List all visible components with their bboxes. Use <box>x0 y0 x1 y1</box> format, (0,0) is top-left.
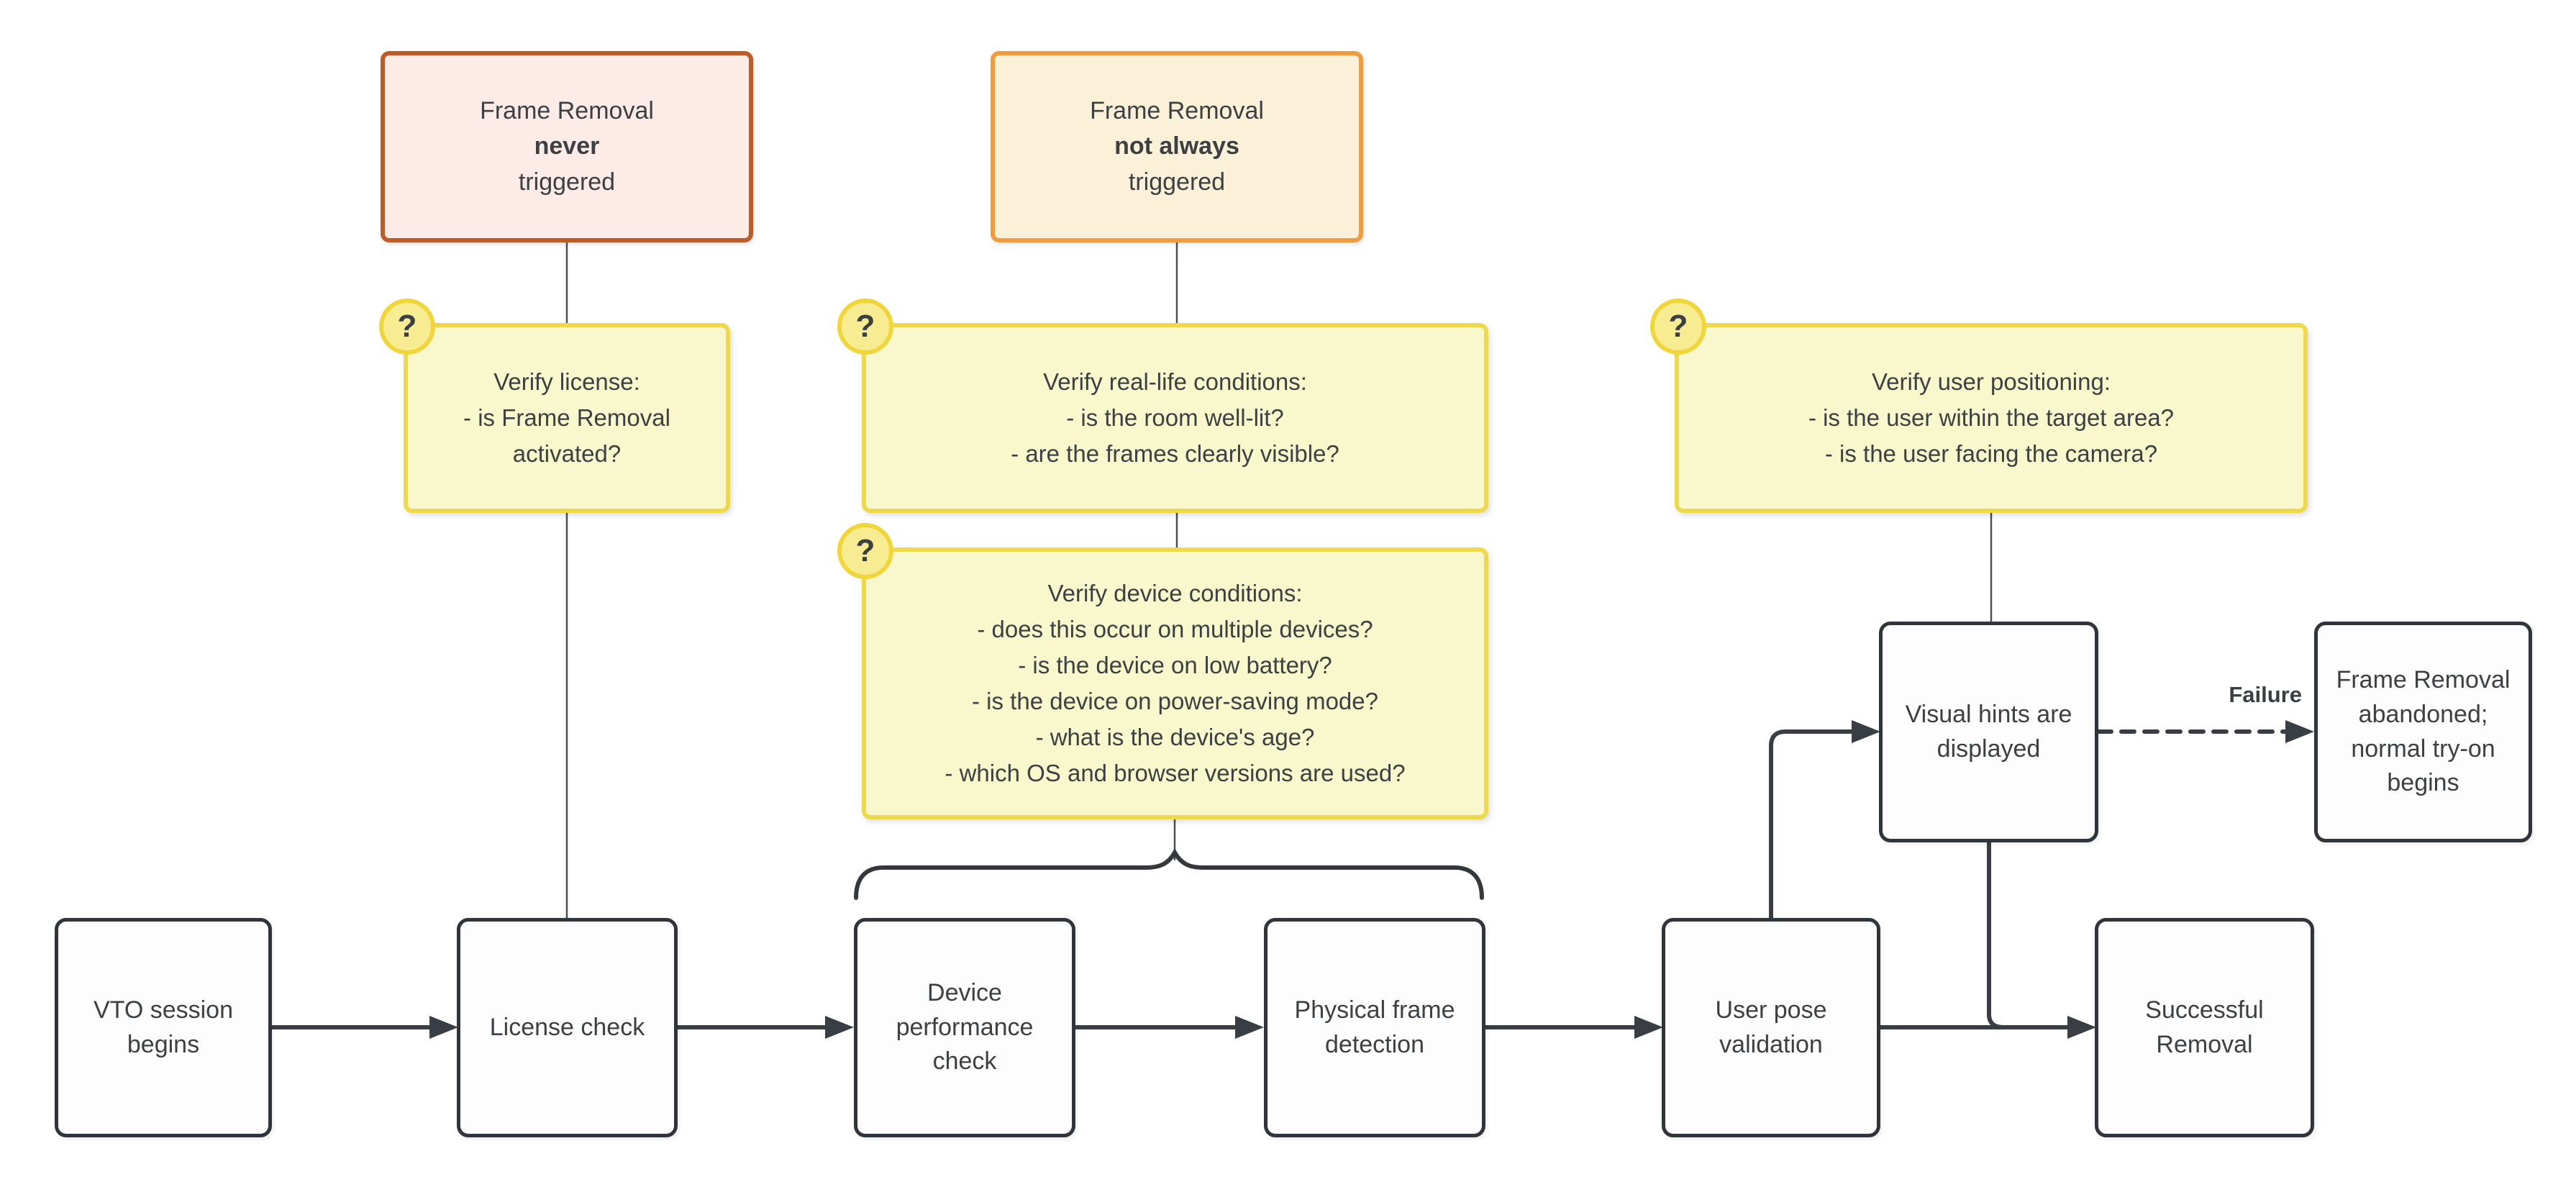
arrowhead-device <box>825 1016 854 1039</box>
callout-verify-reallife-conditions: ? Verify real-life conditions: - is the … <box>837 299 1488 513</box>
status-line: Frame Removal <box>480 97 654 125</box>
node-label: VTO session begins <box>93 996 233 1058</box>
status-box-frame-removal-not-always: Frame Removal not always triggered <box>991 51 1363 242</box>
status-line: Frame Removal <box>1090 97 1264 125</box>
arrowhead-physical <box>1235 1016 1264 1039</box>
node-visual-hints-displayed: Visual hints are displayed <box>1879 622 2098 842</box>
node-physical-frame-detection: Physical frame detection <box>1264 918 1485 1137</box>
brace-device-checks <box>854 847 1484 900</box>
node-license-check: License check <box>457 918 678 1137</box>
status-line: triggered <box>1128 168 1226 196</box>
callout-title: Verify real-life conditions: <box>1043 368 1307 395</box>
arrowhead-license <box>429 1016 458 1039</box>
status-emphasis: not always <box>1114 132 1239 160</box>
status-box-frame-removal-never: Frame Removal never triggered <box>381 51 753 242</box>
arrowhead-success <box>2067 1016 2096 1039</box>
callout-item: - what is the device's age? <box>1035 724 1315 751</box>
callout-item: - is Frame Removal activated? <box>463 404 670 468</box>
callout-verify-license: ? Verify license: - is Frame Removal act… <box>379 299 730 513</box>
node-label: User pose validation <box>1715 996 1827 1058</box>
callout-item: - does this occur on multiple devices? <box>977 615 1373 642</box>
callout-title: Verify device conditions: <box>1047 579 1303 606</box>
callout-item: - is the user facing the camera? <box>1824 440 2158 468</box>
callout-item: - is the room well-lit? <box>1066 404 1284 431</box>
question-icon: ? <box>379 299 435 355</box>
arrowhead-visualhints <box>1852 720 1880 743</box>
node-label: Physical frame detection <box>1294 996 1455 1058</box>
node-label: Visual hints are displayed <box>1905 700 2072 763</box>
status-emphasis: never <box>534 132 600 160</box>
arrowhead-abandoned <box>2285 720 2314 743</box>
question-icon: ? <box>1650 299 1706 355</box>
callout-item: - is the device on power-saving mode? <box>972 688 1378 714</box>
callout-item: - which OS and browser versions are used… <box>945 760 1406 787</box>
status-line: triggered <box>518 168 616 196</box>
callout-item: - is the user within the target area? <box>1808 404 2175 431</box>
question-icon: ? <box>837 299 893 355</box>
callout-item: - is the device on low battery? <box>1018 651 1332 678</box>
callout-title: Verify license: <box>493 368 640 395</box>
node-label: License check <box>489 1013 645 1041</box>
callout-verify-device-conditions: ? Verify device conditions: - does this … <box>837 523 1488 819</box>
node-successful-removal: Successful Removal <box>2095 918 2314 1137</box>
edge-visualhints-merge <box>1987 840 2060 1029</box>
callout-title: Verify user positioning: <box>1871 368 2111 395</box>
node-vto-session-begins: VTO session begins <box>55 918 272 1137</box>
callout-verify-user-positioning: ? Verify user positioning: - is the user… <box>1650 299 2308 513</box>
edge-userpose-to-visualhints <box>1769 729 1854 920</box>
edge-label-failure: Failure <box>2229 682 2302 707</box>
question-icon: ? <box>837 523 893 579</box>
node-frame-removal-abandoned: Frame Removal abandoned; normal try-on b… <box>2314 622 2532 842</box>
node-label: Successful Removal <box>2145 996 2264 1058</box>
node-label: Frame Removal abandoned; normal try-on b… <box>2336 666 2511 797</box>
node-user-pose-validation: User pose validation <box>1662 918 1880 1137</box>
callout-item: - are the frames clearly visible? <box>1011 440 1339 468</box>
node-device-performance-check: Device performance check <box>854 918 1075 1137</box>
node-label: Device performance check <box>896 979 1034 1075</box>
arrowhead-userpose <box>1634 1016 1663 1039</box>
